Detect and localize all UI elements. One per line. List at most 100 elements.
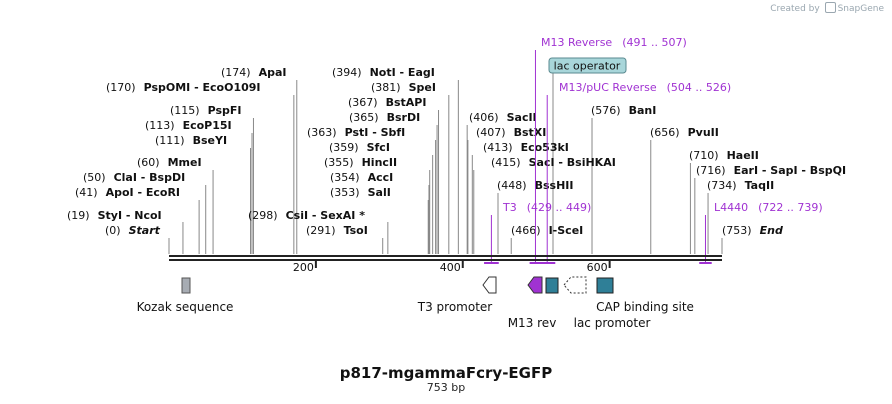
enzyme-label: (363)PstI - SbfI — [307, 126, 405, 139]
enzyme-position: (50) — [83, 171, 106, 184]
ruler-tick-label: 200 — [293, 261, 314, 274]
enzyme-position: (365) — [349, 111, 379, 124]
enzyme-name: BssHII — [535, 179, 574, 192]
enzyme-name: EarI - SapI - BspQI — [734, 164, 846, 177]
m13-rev-arrow — [527, 276, 543, 294]
ruler-tick-label: 600 — [587, 261, 608, 274]
feature-label: Kozak sequence — [137, 300, 234, 314]
t3-promoter-arrow — [482, 276, 497, 294]
enzyme-name: StyI - NcoI — [98, 209, 162, 222]
enzyme-position: (354) — [330, 171, 360, 184]
enzyme-name: SacI - BsiHKAI — [529, 156, 616, 169]
feature-label: CAP binding site — [596, 300, 694, 314]
enzyme-position: (359) — [329, 141, 359, 154]
enzyme-label: (115)PspFI — [170, 104, 242, 117]
enzyme-name: Eco53kI — [521, 141, 569, 154]
enzyme-position: (298) — [248, 209, 278, 222]
enzyme-label: (170)PspOMI - EcoO109I — [106, 81, 261, 94]
enzyme-position: (753) — [722, 224, 752, 237]
primer-label: L4440 (722 .. 739) — [714, 201, 823, 214]
primer-name: M13/pUC Reverse — [559, 81, 657, 94]
enzyme-position: (174) — [221, 66, 251, 79]
enzyme-name: PstI - SbfI — [345, 126, 406, 139]
primer-name: T3 — [502, 201, 517, 214]
enzyme-label: (716) EarI - SapI - BspQI — [696, 164, 846, 177]
enzyme-name: I-SceI — [549, 224, 584, 237]
enzyme-position: (381) — [371, 81, 401, 94]
enzyme-label: (381) SpeI — [371, 81, 436, 94]
enzyme-label: (753)End — [722, 224, 783, 237]
enzyme-label: (576)BanI — [591, 104, 656, 117]
enzyme-position: (353) — [330, 186, 360, 199]
enzyme-label: (113)EcoP15I — [145, 119, 232, 132]
primer-label: M13 Reverse(491 .. 507) — [541, 36, 687, 49]
enzyme-position: (734) — [707, 179, 737, 192]
enzyme-name: SacII — [507, 111, 537, 124]
enzyme-name: BstAPI — [386, 96, 427, 109]
enzyme-name: HaeII — [727, 149, 759, 162]
enzyme-name: BstXI — [514, 126, 547, 139]
enzyme-name: SpeI — [409, 81, 436, 94]
enzyme-name: Start — [129, 224, 161, 237]
enzyme-label: (413) Eco53kI — [483, 141, 569, 154]
enzyme-label: (365) BsrDI — [349, 111, 420, 124]
enzyme-name: ClaI - BspDI — [114, 171, 186, 184]
enzyme-name: ApaI — [259, 66, 287, 79]
enzyme-label: (466) I-SceI — [511, 224, 583, 237]
enzyme-label: (448)BssHII — [497, 179, 573, 192]
enzyme-position: (291) — [306, 224, 336, 237]
enzyme-position: (111) — [155, 134, 185, 147]
enzyme-label: (291)TsoI — [306, 224, 368, 237]
enzyme-position: (60) — [137, 156, 160, 169]
enzyme-label: (111)BseYI — [155, 134, 227, 147]
enzyme-name: NotI - EagI — [370, 66, 435, 79]
enzyme-labels: (0)Start (19) StyI - NcoI (41)ApoI - EcoRI (… — [67, 66, 846, 237]
enzyme-name: SfcI — [367, 141, 390, 154]
lac-operator-site-label: lac operator — [554, 60, 621, 73]
primer-range: (722 .. 739) — [758, 201, 823, 214]
enzyme-position: (407) — [476, 126, 506, 139]
feature-label: lac promoter — [574, 316, 651, 330]
enzyme-label: (394)NotI - EagI — [332, 66, 435, 79]
enzyme-position: (413) — [483, 141, 513, 154]
enzyme-position: (113) — [145, 119, 175, 132]
lac-operator-site-box — [548, 57, 627, 74]
kozak-sequence-box — [181, 277, 191, 294]
lac-operator-box — [545, 277, 559, 294]
enzyme-name: PvuII — [688, 126, 719, 139]
primer-name: M13 Reverse — [541, 36, 612, 49]
primer-name: L4440 — [714, 201, 748, 214]
snapgene-watermark: Created by SnapGene — [770, 2, 884, 14]
primer-label: M13/pUC Reverse(504 .. 526) — [559, 81, 731, 94]
enzyme-position: (710) — [689, 149, 719, 162]
enzyme-name: BsrDI — [387, 111, 421, 124]
enzyme-label: (19) StyI - NcoI — [67, 209, 162, 222]
enzyme-label: (174) ApaI — [221, 66, 287, 79]
watermark-brand: SnapGene — [837, 4, 884, 14]
enzyme-label: (60)MmeI — [137, 156, 202, 169]
enzyme-name: AccI — [368, 171, 394, 184]
watermark-prefix: Created by — [770, 4, 820, 14]
feature-label: T3 promoter — [417, 300, 493, 314]
enzyme-position: (355) — [324, 156, 354, 169]
primer-annotations: M13 Reverse(491 .. 507)M13/pUC Reverse(5… — [484, 36, 823, 264]
enzyme-label: (50) ClaI - BspDI — [83, 171, 185, 184]
enzyme-label: (406)SacII — [469, 111, 537, 124]
enzyme-position: (19) — [67, 209, 90, 222]
enzyme-position: (716) — [696, 164, 726, 177]
enzyme-label: (415)SacI - BsiHKAI — [491, 156, 616, 169]
enzyme-label: (41)ApoI - EcoRI — [75, 186, 180, 199]
enzyme-name: ApoI - EcoRI — [106, 186, 180, 199]
enzyme-name: CsiI - SexAI * — [286, 209, 366, 222]
enzyme-label: (734) TaqII — [707, 179, 774, 192]
enzyme-label: (298) CsiI - SexAI * — [248, 209, 365, 222]
enzyme-position: (466) — [511, 224, 541, 237]
enzyme-label: (0)Start — [105, 224, 161, 237]
plasmid-length: 753 bp — [426, 381, 466, 394]
lac-promoter-arrow — [563, 276, 587, 294]
enzyme-label: (359) SfcI — [329, 141, 390, 154]
enzyme-label: (367)BstAPI — [348, 96, 426, 109]
enzyme-name: SalI — [368, 186, 391, 199]
enzyme-name: TaqII — [745, 179, 775, 192]
